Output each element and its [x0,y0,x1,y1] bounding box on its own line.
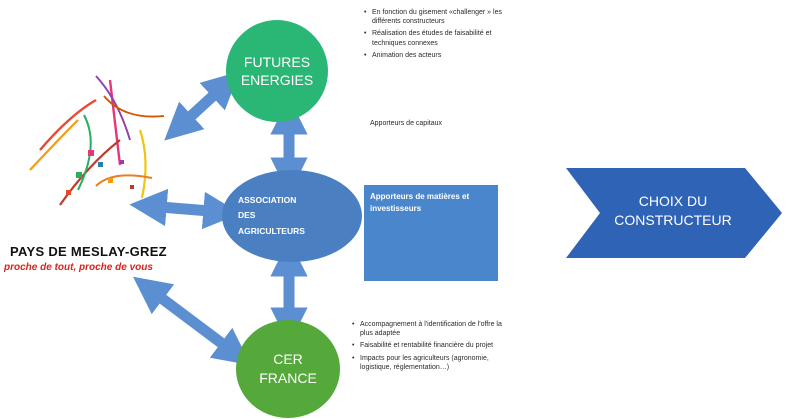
box-label: Apporteurs de matières et investisseurs [370,192,470,213]
node-futures-energies: FUTURES ENERGIES [226,20,328,122]
note-item: Faisabilité et rentabilité financière du… [352,341,512,350]
matieres-investisseurs-box: Apporteurs de matières et investisseurs [364,185,498,281]
node-cer-france-label: CER FRANCE [259,351,317,386]
note-apporteurs-capitaux: Apporteurs de capitaux [370,120,442,127]
arrow-logo-association [129,188,241,230]
arrow-logo-cer [133,276,251,366]
logo-graphic [29,75,165,206]
chevron-shape [566,168,782,258]
cer-france-notes: Accompagnement à l'identification de l'o… [352,320,512,375]
node-cer-france: CER FRANCE [236,320,340,418]
note-item: Réalisation des études de faisabilité et… [364,29,524,47]
node-association: ASSOCIATION DES AGRICULTEURS [222,170,362,262]
node-futures-energies-label: FUTURES ENERGIES [240,53,314,88]
arrow-logo-futures [164,71,240,141]
note-item: Impacts pour les agriculteurs (agronomie… [352,354,512,372]
chevron-label: CHOIX DU CONSTRUCTEUR [614,193,732,228]
logo-tagline: proche de tout, proche de vous [4,262,153,273]
logo-title: PAYS DE MESLAY-GREZ [10,244,167,259]
note-item: Animation des acteurs [364,51,524,60]
futures-energies-notes: En fonction du gisement «challenger » le… [364,8,524,63]
note-item: En fonction du gisement «challenger » le… [364,8,524,26]
note-item: Accompagnement à l'identification de l'o… [352,320,512,338]
node-association-label: ASSOCIATION DES AGRICULTEURS [238,195,305,236]
